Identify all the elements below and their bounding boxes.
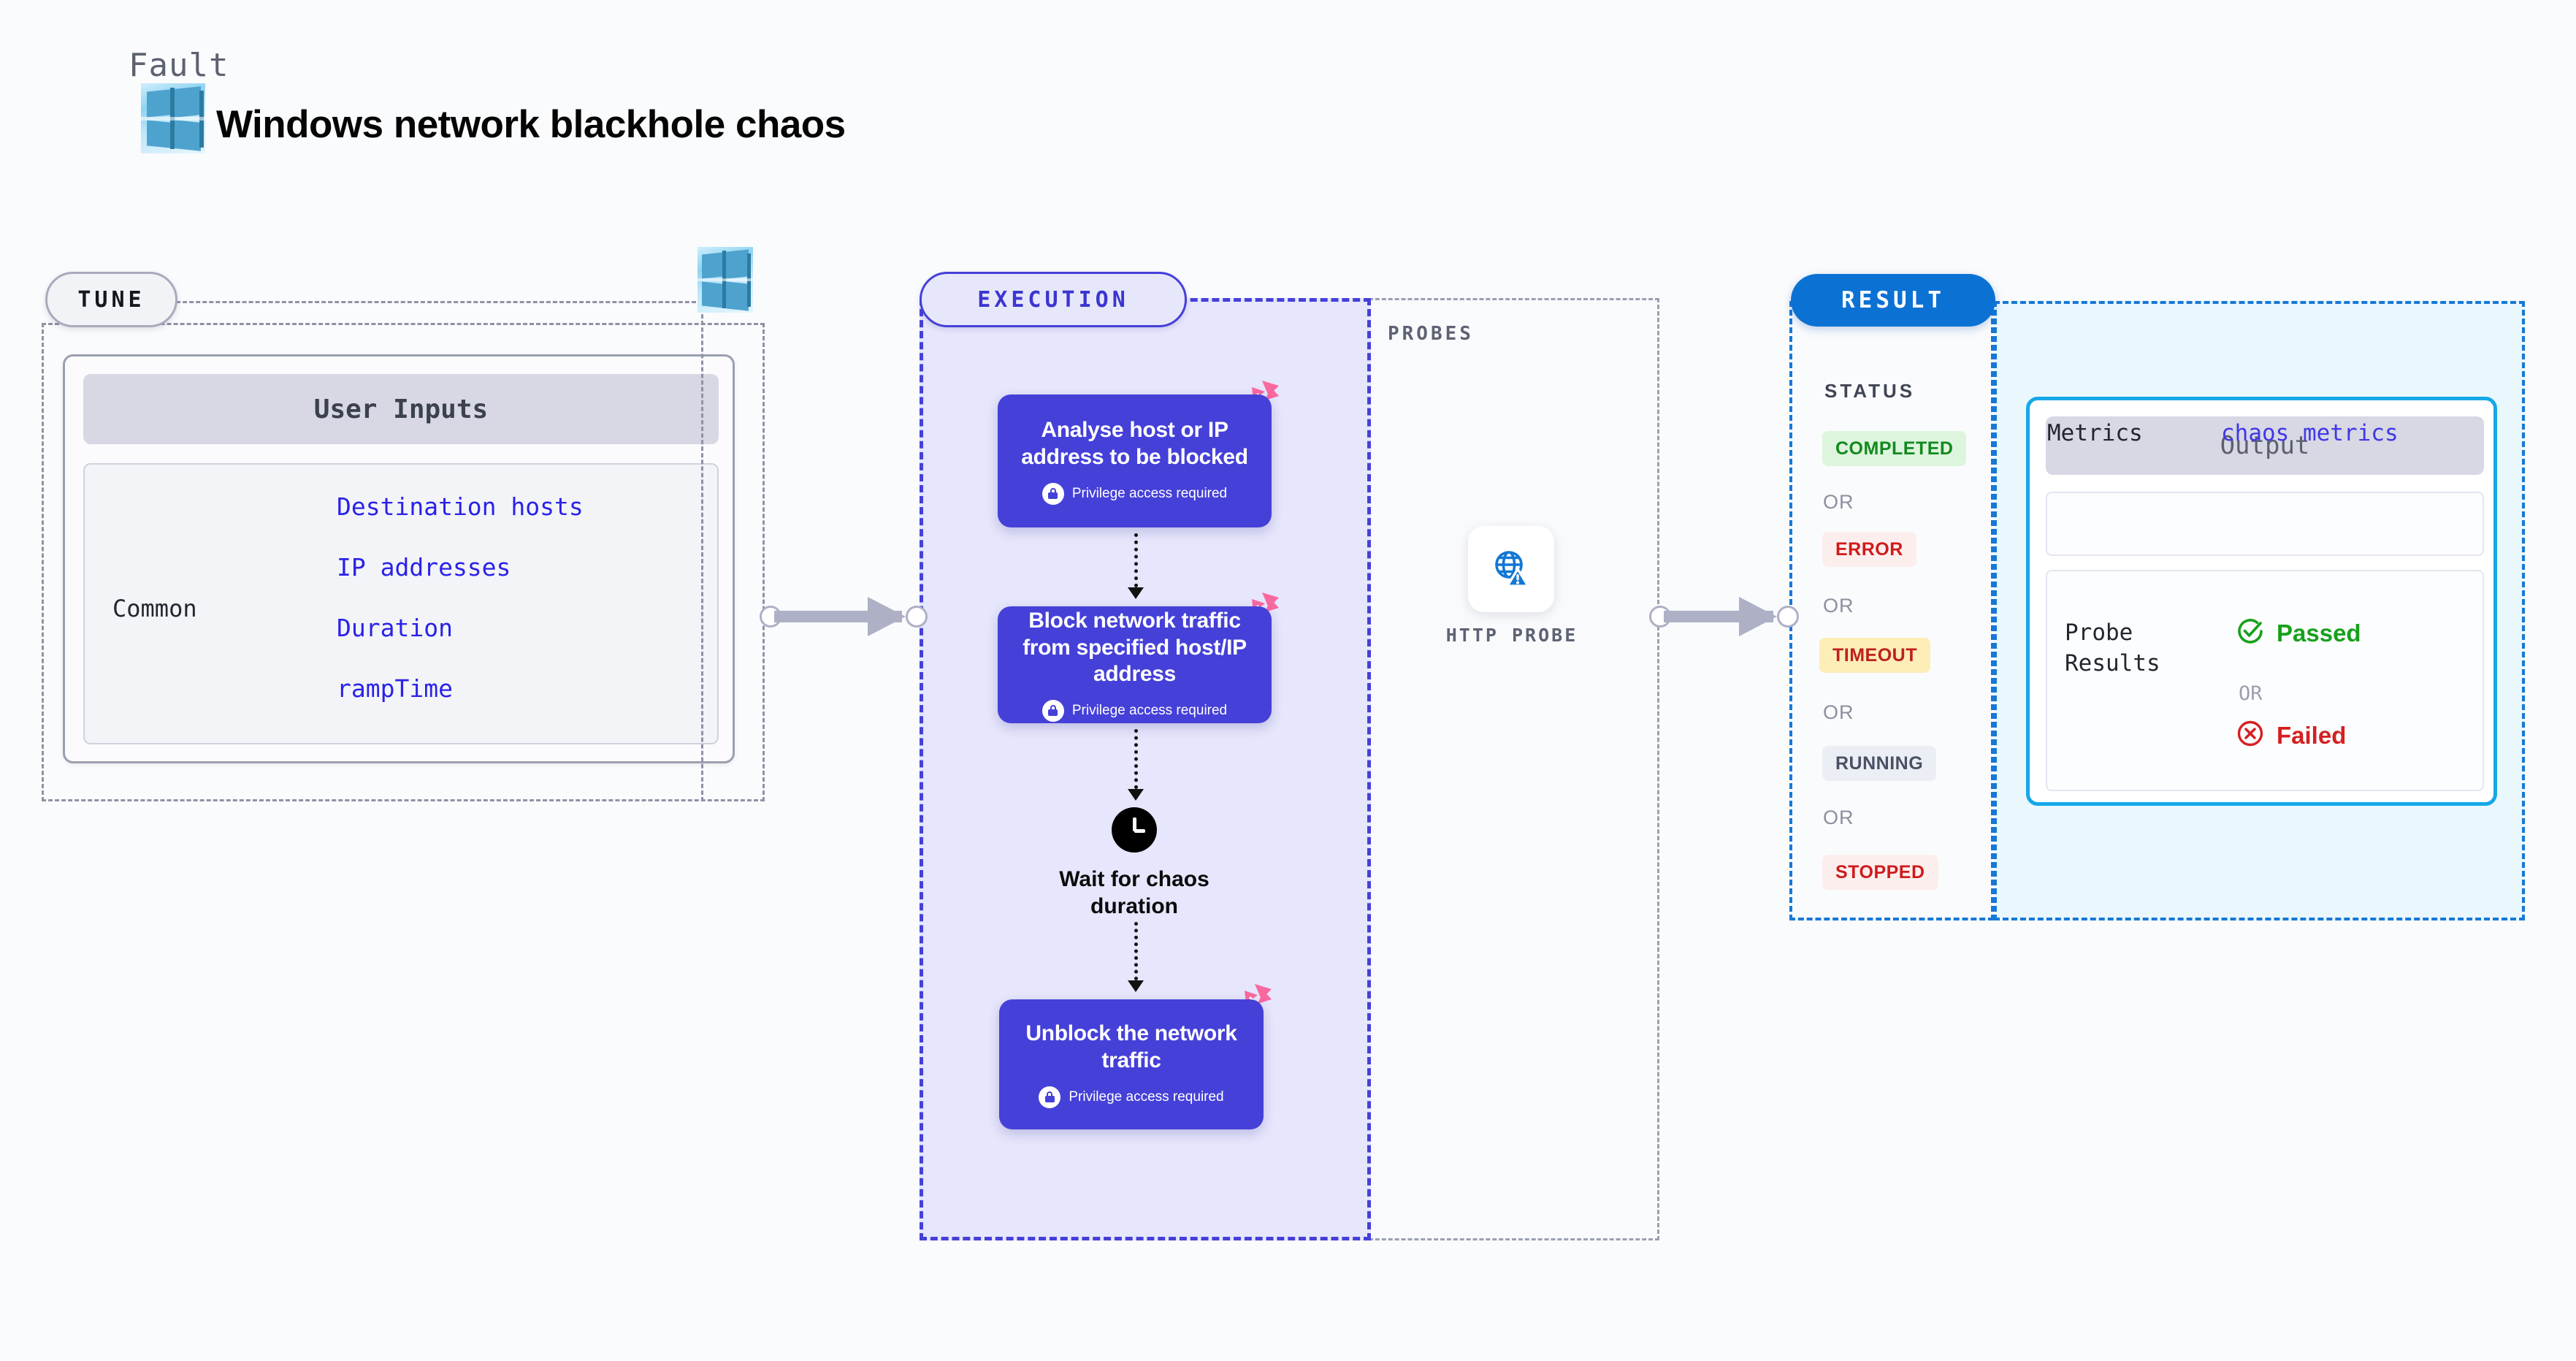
parameter-list: Destination hosts IP addresses Duration … (337, 492, 584, 735)
wait-step-label: Wait for chaos duration (1059, 867, 1209, 919)
step-title: Block network traffic from specified hos… (1023, 609, 1247, 687)
step-privilege-note: Privilege access required (1042, 482, 1228, 505)
tune-section (42, 323, 765, 801)
probes-section (1369, 298, 1659, 1240)
output-card: Output Metrics chaos metrics Probe Resul… (2026, 397, 2497, 806)
tune-dashed-connector (169, 301, 703, 303)
list-item[interactable]: IP addresses (337, 553, 511, 582)
or-separator: OR (1823, 595, 1854, 617)
result-badge[interactable]: RESULT (1791, 274, 1995, 327)
probe-failed-label: Failed (2277, 721, 2347, 749)
http-probe-tile[interactable] (1468, 526, 1554, 612)
execution-step-card[interactable]: Block network traffic from specified hos… (998, 606, 1272, 723)
status-badge: RUNNING (1822, 746, 1937, 781)
probe-results-row: Probe Results Passed OR Failed (2046, 570, 2484, 791)
clock-icon (1112, 807, 1157, 853)
probe-results-key-label: Probe Results (2065, 619, 2160, 676)
execution-step-card[interactable]: Unblock the network traffic Privilege ac… (999, 999, 1264, 1129)
result-status-section (1789, 301, 1994, 920)
tune-badge[interactable]: TUNE (45, 272, 177, 327)
lock-icon (1042, 699, 1064, 722)
step-title: Unblock the network traffic (1025, 1021, 1237, 1072)
step-privilege-note: Privilege access required (1039, 1086, 1224, 1108)
windows-logo-icon (141, 83, 205, 153)
status-badge: ERROR (1822, 532, 1916, 567)
status-badge: TIMEOUT (1819, 638, 1930, 673)
flow-arrow (1128, 922, 1144, 994)
connector-end-dot (906, 606, 928, 628)
common-group-label: Common (112, 595, 197, 622)
or-separator: OR (1823, 807, 1854, 828)
connector-tune-to-execution (760, 597, 928, 636)
metrics-key-label: Metrics (2047, 420, 2143, 446)
probe-result-failed: Failed (2236, 719, 2346, 752)
fault-kicker: Fault (129, 47, 229, 84)
tune-dashed-connector-vertical (701, 301, 703, 801)
status-label: STATUS (1824, 380, 1916, 402)
execution-step-card[interactable]: Analyse host or IP address to be blocked… (998, 394, 1272, 527)
lock-icon (1039, 1086, 1061, 1108)
connector-probes-to-result (1649, 597, 1799, 636)
step-title: Analyse host or IP address to be blocked (1021, 418, 1248, 469)
or-separator: OR (2239, 682, 2263, 705)
or-separator: OR (1823, 491, 1854, 513)
status-badge: STOPPED (1822, 855, 1938, 890)
probe-result-passed: Passed (2236, 617, 2361, 649)
metrics-value-link[interactable]: chaos metrics (2221, 420, 2399, 446)
user-inputs-header: User Inputs (83, 374, 719, 444)
metrics-row (2046, 492, 2484, 556)
connector-arrowhead-icon (1739, 597, 1777, 636)
or-separator: OR (1823, 701, 1854, 723)
connector-arrowhead-icon (868, 597, 906, 636)
status-badge: COMPLETED (1822, 431, 1967, 466)
x-circle-icon (2236, 719, 2265, 752)
list-item[interactable]: rampTime (337, 674, 453, 703)
check-circle-icon (2236, 617, 2265, 649)
list-item[interactable]: Destination hosts (337, 492, 584, 521)
step-privilege-text: Privilege access required (1069, 1089, 1224, 1105)
user-inputs-card: User Inputs Common Destination hosts IP … (63, 354, 735, 763)
execution-badge[interactable]: EXECUTION (920, 272, 1187, 327)
globe-warning-icon (1488, 545, 1534, 594)
flow-arrow (1128, 533, 1144, 601)
probes-label: PROBES (1388, 323, 1474, 345)
lock-icon (1042, 482, 1064, 505)
output-header: Output (2046, 416, 2484, 475)
step-privilege-text: Privilege access required (1071, 485, 1228, 501)
windows-logo-icon (697, 247, 753, 313)
step-privilege-text: Privilege access required (1071, 702, 1228, 718)
common-parameters-panel: Common Destination hosts IP addresses Du… (83, 463, 719, 744)
http-probe-label: HTTP PROBE (1445, 625, 1578, 646)
probe-passed-label: Passed (2277, 619, 2361, 647)
step-privilege-note: Privilege access required (1042, 699, 1228, 722)
list-item[interactable]: Duration (337, 614, 453, 642)
page-header: Fault Windows network blackhole chaos (70, 41, 1239, 172)
connector-end-dot (1777, 606, 1799, 628)
flow-arrow (1128, 729, 1144, 802)
page-title: Windows network blackhole chaos (216, 103, 846, 146)
